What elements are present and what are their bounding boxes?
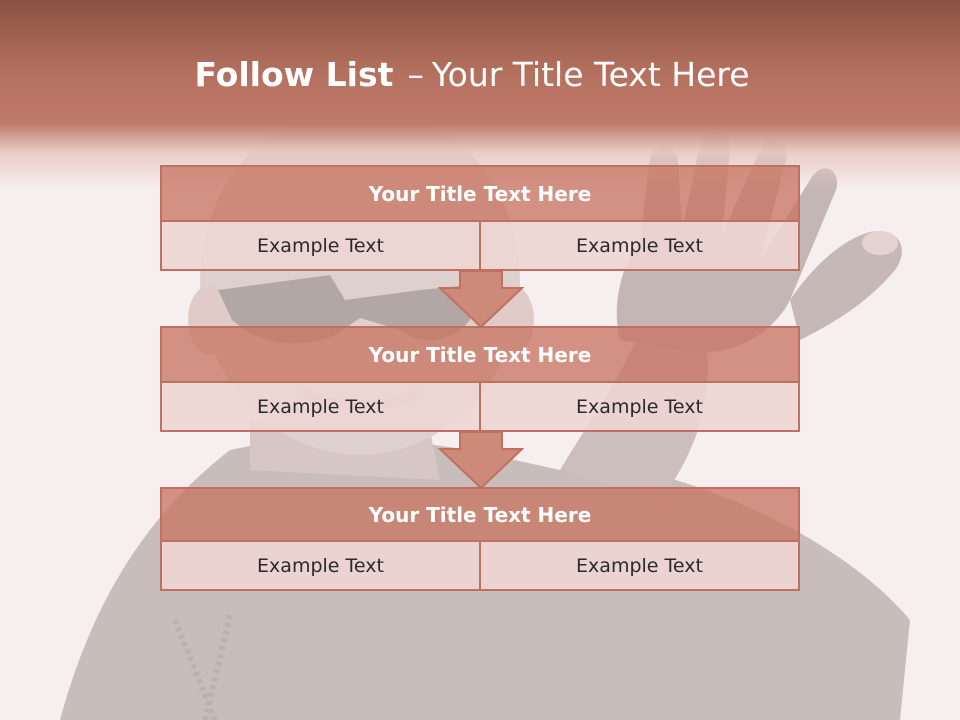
- down-arrow-2-shape: [438, 431, 524, 490]
- step-2-left-text: Example Text: [160, 383, 481, 432]
- step-3-title: Your Title Text Here: [160, 487, 800, 542]
- step-block-3: Your Title Text Here Example Text Exampl…: [160, 487, 800, 591]
- title-bold: Follow List: [194, 55, 394, 94]
- down-arrow-1: [438, 270, 524, 329]
- step-1-left-text: Example Text: [160, 222, 481, 271]
- step-2-right-text: Example Text: [479, 383, 800, 432]
- title-rest: Your Title Text Here: [431, 55, 750, 94]
- step-2-title: Your Title Text Here: [160, 326, 800, 383]
- step-1-right-text: Example Text: [479, 222, 800, 271]
- title-dash: –: [407, 55, 424, 94]
- step-1-title: Your Title Text Here: [160, 165, 800, 222]
- header-band: [0, 0, 960, 190]
- down-arrow-2: [438, 431, 524, 490]
- step-3-left-text: Example Text: [160, 542, 481, 591]
- down-arrow-1-shape: [438, 270, 524, 329]
- step-3-right-text: Example Text: [479, 542, 800, 591]
- slide-title: Follow List–Your Title Text Here: [0, 52, 944, 98]
- step-block-2: Your Title Text Here Example Text Exampl…: [160, 326, 800, 432]
- step-block-1: Your Title Text Here Example Text Exampl…: [160, 165, 800, 271]
